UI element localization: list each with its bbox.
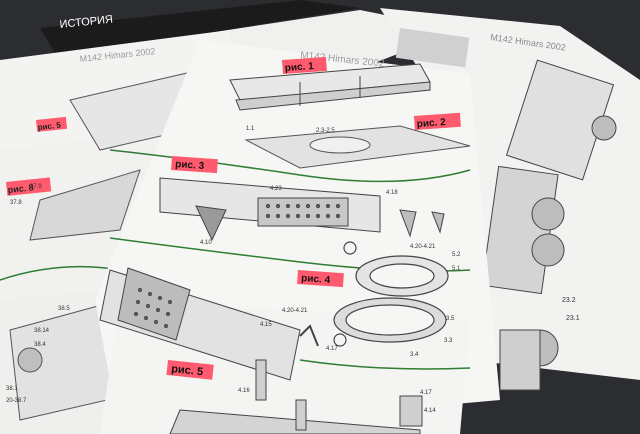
part-number: 4.10	[200, 240, 212, 246]
part-number: 4.20-4.21	[410, 244, 436, 250]
part-number: 3.4	[410, 352, 419, 358]
main-sheet: M142 Himars 2002 рис. 1 1.1 рис. 2 2.3-2…	[95, 40, 500, 434]
fig-label-2: рис. 2	[416, 117, 446, 130]
left-fig-label-1: рис. 5	[37, 121, 62, 132]
part-number: 4.20-4.21	[282, 308, 308, 314]
part-number: 23.2	[562, 297, 576, 304]
part-number: 4.23	[270, 186, 282, 192]
fig-label-3: рис. 3	[175, 159, 205, 172]
header-banner-bar	[40, 0, 360, 58]
part-number: 2.3-2.5	[316, 128, 335, 134]
part-number: 38.14	[34, 328, 50, 334]
part-number: 37.9	[30, 184, 42, 190]
part-number: 23.1	[566, 315, 580, 322]
part-number: 3.5	[446, 316, 455, 322]
part-number: 4.18	[386, 190, 398, 196]
part-number: 4.17	[326, 346, 338, 352]
part-number: 5.2	[452, 252, 461, 258]
part-number: 37.8	[10, 200, 22, 206]
part-number: 20-38.7	[6, 398, 27, 404]
part-number: 1.1	[246, 126, 255, 132]
part-number: 5.1	[452, 266, 461, 272]
part-number: 3.3	[444, 338, 453, 344]
fig-label-1: рис. 1	[284, 61, 314, 74]
part-number: 4.15	[260, 322, 272, 328]
fig-label-5: рис. 5	[171, 363, 204, 378]
fig-label-4: рис. 4	[301, 273, 331, 286]
header-banner-text: ИСТОРИЯ	[59, 13, 113, 31]
part-number: 38.5	[58, 306, 70, 312]
part-number: 38.4	[34, 342, 46, 348]
part-number: 38.1	[6, 386, 18, 392]
part-number: 4.17	[420, 390, 432, 396]
part-number: 4.14	[424, 408, 436, 414]
part-number: 4.16	[238, 388, 250, 394]
left-fig-label-2: рис. 8	[7, 182, 34, 195]
